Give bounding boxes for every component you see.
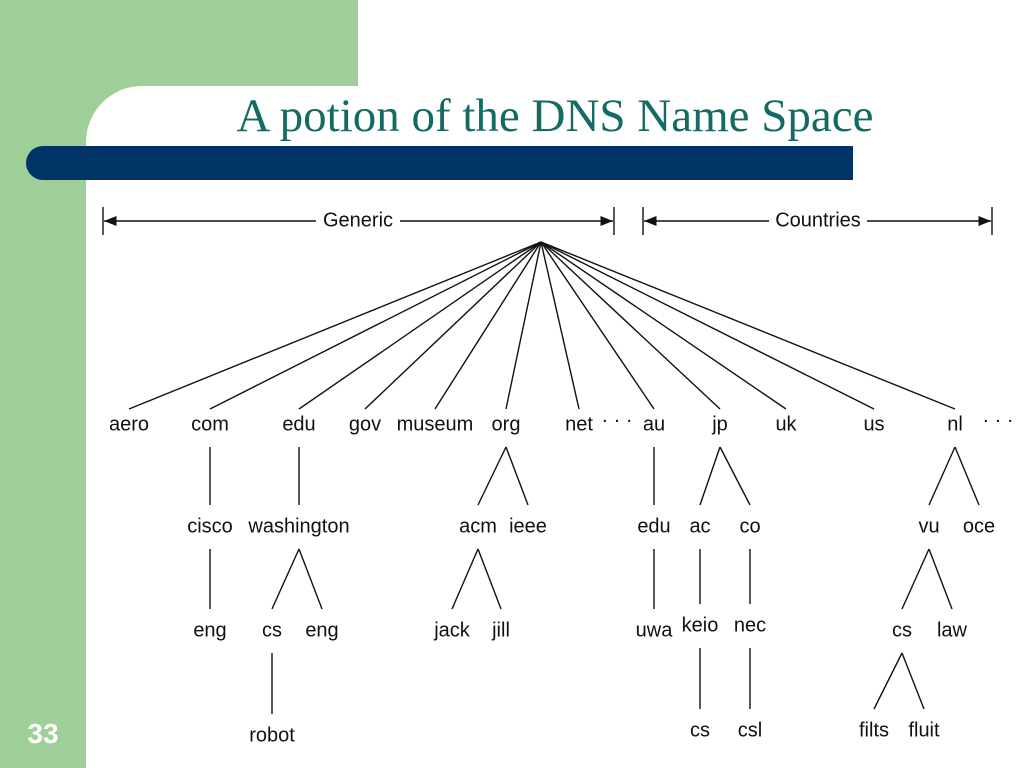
ellipsis-generic: · · ·: [601, 409, 632, 431]
range-indicators: Generic Countries: [102, 207, 993, 235]
edge-vu-law: [928, 548, 953, 610]
node-filts: filts: [859, 719, 889, 741]
node-robot: robot: [249, 724, 295, 746]
edge-root-edu: [298, 241, 542, 410]
edge-vu-cs-fluit: [901, 652, 925, 710]
edge-nl-vu: [928, 446, 956, 506]
content-panel: [86, 86, 1024, 768]
edge-root-us: [540, 241, 875, 410]
node-keio-cs: cs: [690, 719, 710, 741]
node-net: net: [565, 413, 593, 435]
node-au: au: [643, 413, 665, 435]
edge-vu-cs-filts: [873, 652, 903, 710]
edge-org-acm: [477, 446, 507, 506]
node-uk: uk: [775, 413, 797, 435]
node-nec: nec: [734, 614, 766, 636]
green-side-strip: [0, 0, 86, 768]
node-us: us: [863, 413, 884, 435]
node-gov: gov: [349, 413, 381, 435]
node-org: org: [492, 413, 521, 435]
edge-jp-co: [719, 446, 751, 506]
edge-root-museum: [434, 241, 542, 410]
node-csl: csl: [738, 719, 762, 741]
generic-range-label: Generic: [323, 209, 393, 231]
node-wash-eng: eng: [305, 619, 338, 641]
node-acm: acm: [459, 515, 497, 537]
node-jack: jack: [433, 619, 471, 641]
node-oce: oce: [963, 515, 995, 537]
edge-vu-vu-cs: [901, 548, 930, 610]
node-cisco: cisco: [187, 515, 233, 537]
node-museum: museum: [397, 413, 474, 435]
edge-nl-oce: [954, 446, 980, 506]
node-co: co: [739, 515, 760, 537]
node-nl: nl: [947, 413, 963, 435]
edge-root-uk: [540, 241, 787, 410]
node-jill: jill: [491, 619, 510, 641]
edge-acm-jill: [477, 548, 502, 610]
node-aero: aero: [109, 413, 149, 435]
edge-root-org: [505, 241, 542, 410]
node-vu-cs: cs: [892, 619, 912, 641]
edge-acm-jack: [451, 548, 479, 610]
node-vu: vu: [918, 515, 939, 537]
title-underline-bar: [26, 146, 853, 180]
node-ac: ac: [689, 515, 710, 537]
edge-root-au: [540, 241, 655, 410]
node-wash-cs: cs: [262, 619, 282, 641]
edge-washington-wash-eng: [298, 548, 323, 610]
edge-root-jp: [540, 241, 721, 410]
countries-range-label: Countries: [775, 209, 861, 231]
node-uwa: uwa: [636, 619, 674, 641]
node-com-cisco-eng: eng: [193, 619, 226, 641]
node-au-edu: edu: [637, 515, 670, 537]
node-law: law: [937, 619, 968, 641]
node-labels: aero com edu gov museum org net au jp uk us nl cisco…: [109, 409, 1014, 746]
edge-org-ieee: [505, 446, 529, 506]
node-keio: keio: [682, 614, 719, 636]
node-com: com: [191, 413, 229, 435]
tree-edges: [128, 241, 980, 714]
edge-root-net: [540, 241, 580, 410]
slide-number: 33: [27, 718, 59, 749]
edge-jp-ac: [699, 446, 721, 506]
ellipsis-countries: · · ·: [982, 409, 1013, 431]
edge-root-gov: [364, 241, 542, 410]
edge-washington-wash-cs: [271, 548, 300, 610]
edge-root-nl: [540, 241, 956, 410]
slide-title: A potion of the DNS Name Space: [236, 90, 874, 142]
node-edu: edu: [282, 413, 315, 435]
edge-root-com: [209, 241, 542, 410]
node-jp: jp: [711, 413, 728, 435]
edge-root-aero: [128, 241, 542, 410]
node-fluit: fluit: [908, 719, 940, 741]
node-ieee: ieee: [509, 515, 547, 537]
node-washington: washington: [247, 515, 349, 537]
